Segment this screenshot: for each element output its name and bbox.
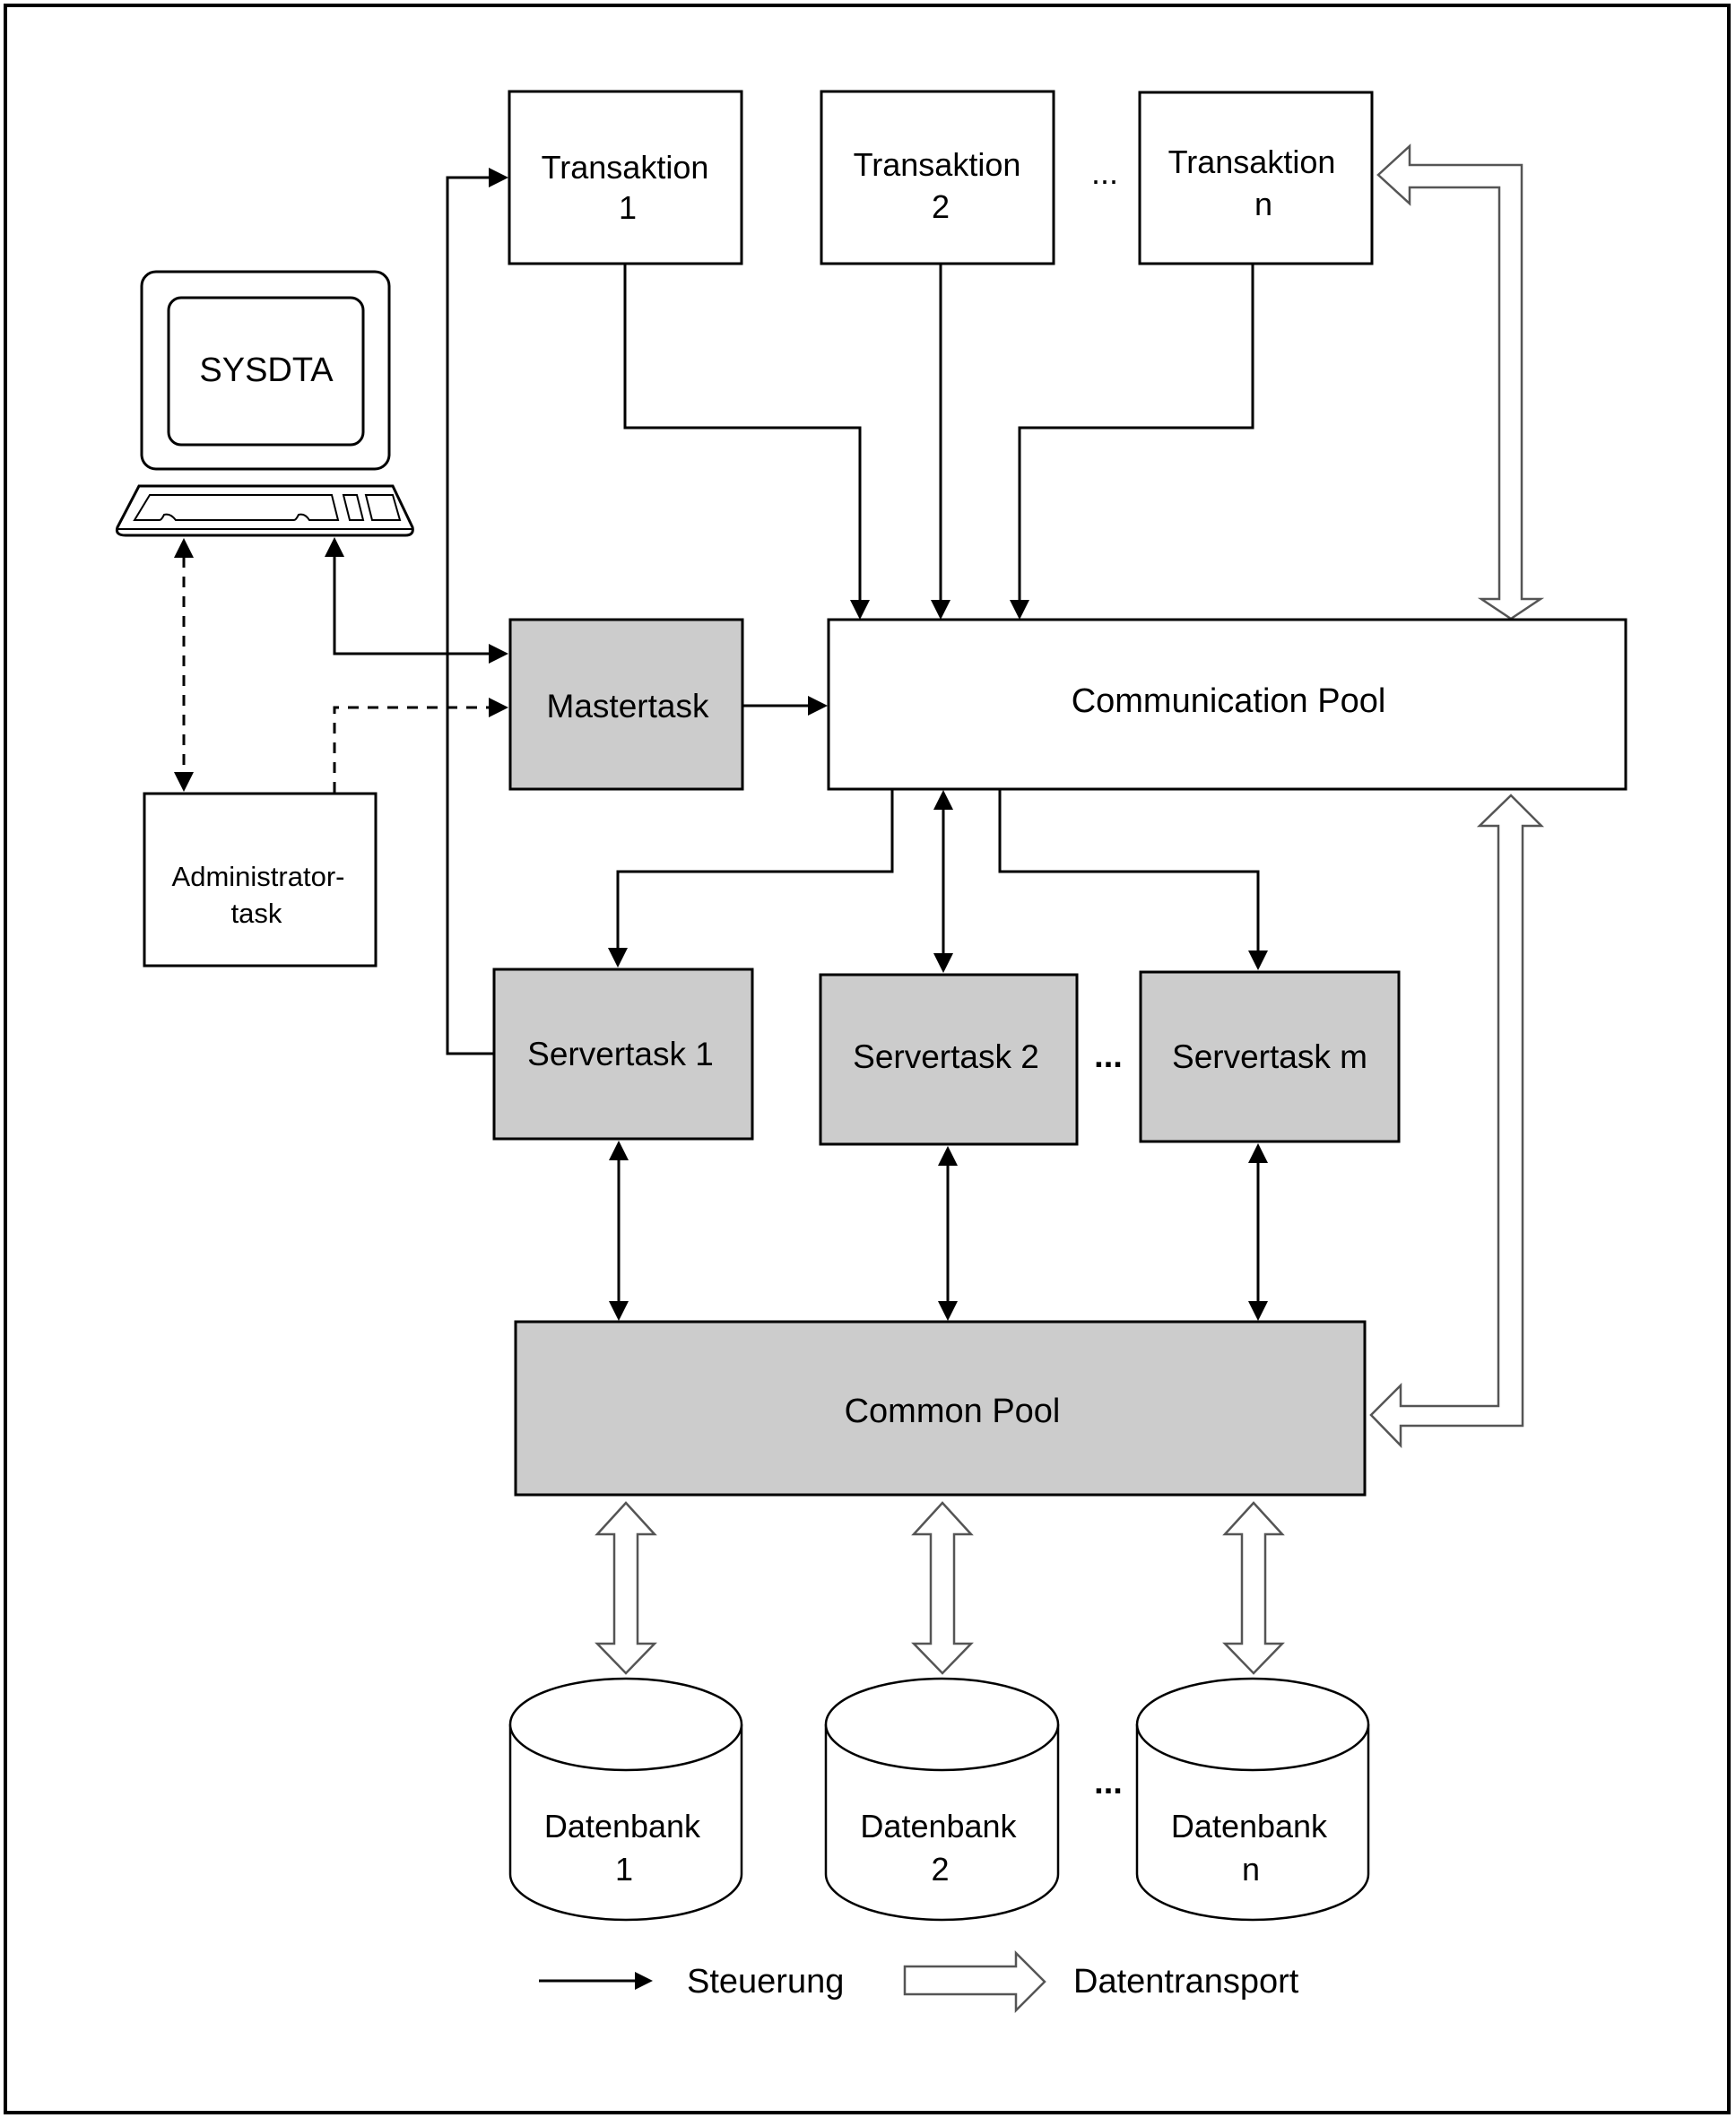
databases-ellipsis: ... — [1094, 1764, 1123, 1801]
communication-pool[interactable]: Communication Pool — [827, 618, 1628, 791]
database-cylinder-top[interactable] — [508, 1677, 743, 1772]
arrowhead-icon — [489, 644, 508, 664]
arrowhead-icon — [489, 698, 508, 717]
arrowhead-icon — [933, 790, 953, 810]
database-label: Datenbank — [1171, 1808, 1328, 1845]
control-arrow-commpool-to-servertaskm — [998, 789, 1260, 951]
database-1[interactable]: Datenbank 1 — [508, 1677, 743, 1922]
arrowhead-icon — [938, 1301, 958, 1321]
database-2[interactable]: Datenbank 2 — [824, 1677, 1060, 1922]
database-cylinder-body[interactable] — [508, 1724, 743, 1922]
mastertask[interactable]: Mastertask — [508, 618, 744, 791]
database-label: Datenbank — [544, 1808, 701, 1845]
arrowhead-icon — [174, 538, 194, 558]
arrowhead-icon — [174, 772, 194, 792]
database-label: Datenbank — [860, 1808, 1017, 1845]
data-transport-arrow-commonpool-database-2 — [911, 1501, 974, 1675]
legend: Steuerung Datentransport — [539, 1949, 1299, 2014]
transaction-1[interactable]: Transaktion 1 — [508, 90, 743, 265]
database-cylinder-body[interactable] — [1135, 1724, 1370, 1922]
common-pool-box[interactable] — [514, 1320, 1367, 1497]
arrowhead-icon — [489, 168, 508, 187]
servertask-m[interactable]: Servertask m — [1139, 970, 1401, 1143]
administrator-task-box[interactable] — [143, 792, 378, 968]
servertask-1-box[interactable] — [492, 968, 754, 1141]
legend-control-arrowhead-icon — [635, 1972, 653, 1990]
servertask-2[interactable]: Servertask 2 — [819, 973, 1079, 1146]
arrowhead-icon — [609, 1141, 629, 1160]
servertask-1[interactable]: Servertask 1 — [492, 968, 754, 1141]
arrowhead-icon — [931, 600, 950, 620]
administrator-task-label-line2: task — [231, 898, 282, 929]
arrowhead-icon — [609, 1301, 629, 1321]
servertask-2-box[interactable] — [819, 973, 1079, 1146]
transaction-2[interactable]: Transaktion 2 — [820, 90, 1055, 265]
transaction-1-number: 1 — [619, 189, 637, 226]
legend-data-transport-label: Datentransport — [1073, 1963, 1299, 2001]
communication-pool-label: Communication Pool — [1072, 682, 1386, 720]
common-pool[interactable]: Common Pool — [514, 1320, 1367, 1497]
transaction-1-label: Transaktion — [542, 149, 709, 186]
data-transport-arrow-commonpool-database-3 — [1222, 1501, 1285, 1675]
transaction-n-box[interactable] — [1138, 91, 1374, 265]
arrowhead-icon — [933, 953, 953, 973]
data-transport-arrow-commpool-commonpool — [1369, 794, 1545, 1449]
database-number: 2 — [931, 1851, 949, 1888]
control-arrow-terminal-mastertask — [333, 556, 490, 655]
communication-pool-box[interactable] — [827, 618, 1628, 791]
arrowhead-icon — [1248, 1301, 1268, 1321]
database-cylinder-top[interactable] — [1135, 1677, 1370, 1772]
control-arrow-transactionn-to-commpool — [1018, 264, 1254, 601]
transaction-n-label: Transaktion — [1168, 143, 1336, 180]
transaction-2-label: Transaktion — [854, 146, 1021, 183]
legend-data-transport-arrow-icon — [903, 1949, 1046, 2014]
transaction-2-number: 2 — [932, 188, 950, 225]
transaction-1-box[interactable] — [508, 90, 743, 265]
database-number: 1 — [615, 1851, 633, 1888]
control-arrow-servertask1-to-transaction1 — [446, 176, 493, 1055]
data-transport-arrow-commonpool-database-1 — [595, 1501, 657, 1675]
arrowhead-icon — [325, 537, 344, 557]
terminal-icon: SYSDTA — [115, 270, 414, 537]
mastertask-label: Mastertask — [547, 688, 709, 725]
arrowhead-icon — [1010, 600, 1029, 620]
arrowhead-icon — [850, 600, 870, 620]
database-cylinder-top[interactable] — [824, 1677, 1060, 1772]
keyboard-icon — [115, 484, 414, 537]
arrowhead-icon — [1248, 950, 1268, 970]
servertask-m-box[interactable] — [1139, 970, 1401, 1143]
monitor-screen — [167, 296, 365, 447]
arrowhead-icon — [938, 1146, 958, 1166]
arrowhead-icon — [1248, 1143, 1268, 1163]
dashed-arrow-admin-to-mastertask — [333, 706, 490, 793]
administrator-task[interactable]: Administrator- task — [143, 792, 378, 968]
administrator-task-label-line1: Administrator- — [172, 861, 345, 892]
keyboard-key-icon — [364, 494, 402, 521]
arrowhead-icon — [808, 696, 828, 716]
transaction-n[interactable]: Transaktion n — [1138, 91, 1374, 265]
transaction-n-number: n — [1254, 186, 1272, 222]
control-arrow-transaction1-to-commpool — [623, 264, 862, 601]
diagram-frame — [4, 4, 1731, 2114]
arrowhead-icon — [608, 948, 628, 968]
servertask-1-label: Servertask 1 — [527, 1036, 714, 1072]
common-pool-label: Common Pool — [845, 1393, 1061, 1430]
servertask-2-label: Servertask 2 — [853, 1038, 1039, 1075]
mastertask-box[interactable] — [508, 618, 744, 791]
transactions-ellipsis: ... — [1091, 154, 1118, 191]
keyboard-keys-icon — [133, 494, 340, 521]
database-3[interactable]: Datenbank n — [1135, 1677, 1370, 1922]
control-arrow-commpool-to-servertask1 — [616, 789, 894, 949]
keyboard-key-icon — [342, 494, 365, 521]
servertask-m-label: Servertask m — [1172, 1038, 1367, 1075]
database-number: n — [1242, 1851, 1260, 1888]
legend-control-label: Steuerung — [687, 1963, 844, 2001]
servertasks-ellipsis: ... — [1094, 1037, 1123, 1075]
terminal-screen-label: SYSDTA — [199, 352, 334, 389]
database-cylinder-body[interactable] — [824, 1724, 1060, 1922]
transaction-2-box[interactable] — [820, 90, 1055, 265]
data-transport-arrow-commpool-transactionn — [1376, 143, 1545, 621]
